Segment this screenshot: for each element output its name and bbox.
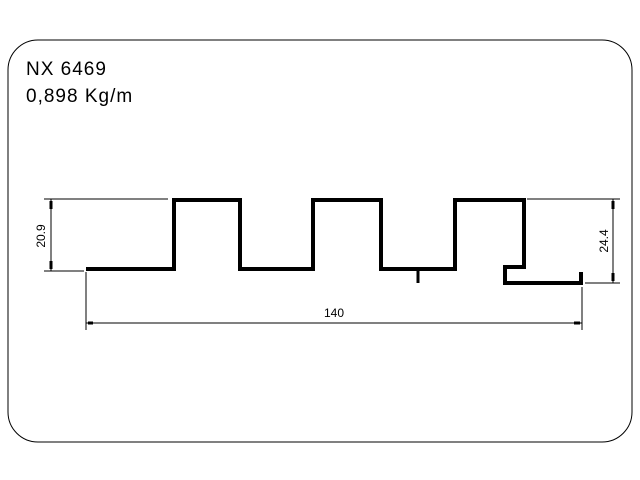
dimension-left [44, 198, 168, 272]
dimension-bottom [85, 272, 583, 330]
drawing-frame [7, 39, 633, 443]
dimension-right [527, 198, 620, 284]
dimension-height-left: 20.9 [34, 224, 48, 248]
dimension-height-right: 24.4 [597, 229, 611, 253]
profile-weight: 0,898 Kg/m [26, 86, 134, 107]
dimension-width: 140 [324, 306, 344, 320]
profile-outline [86, 198, 583, 285]
profile-code: NX 6469 [26, 59, 107, 80]
